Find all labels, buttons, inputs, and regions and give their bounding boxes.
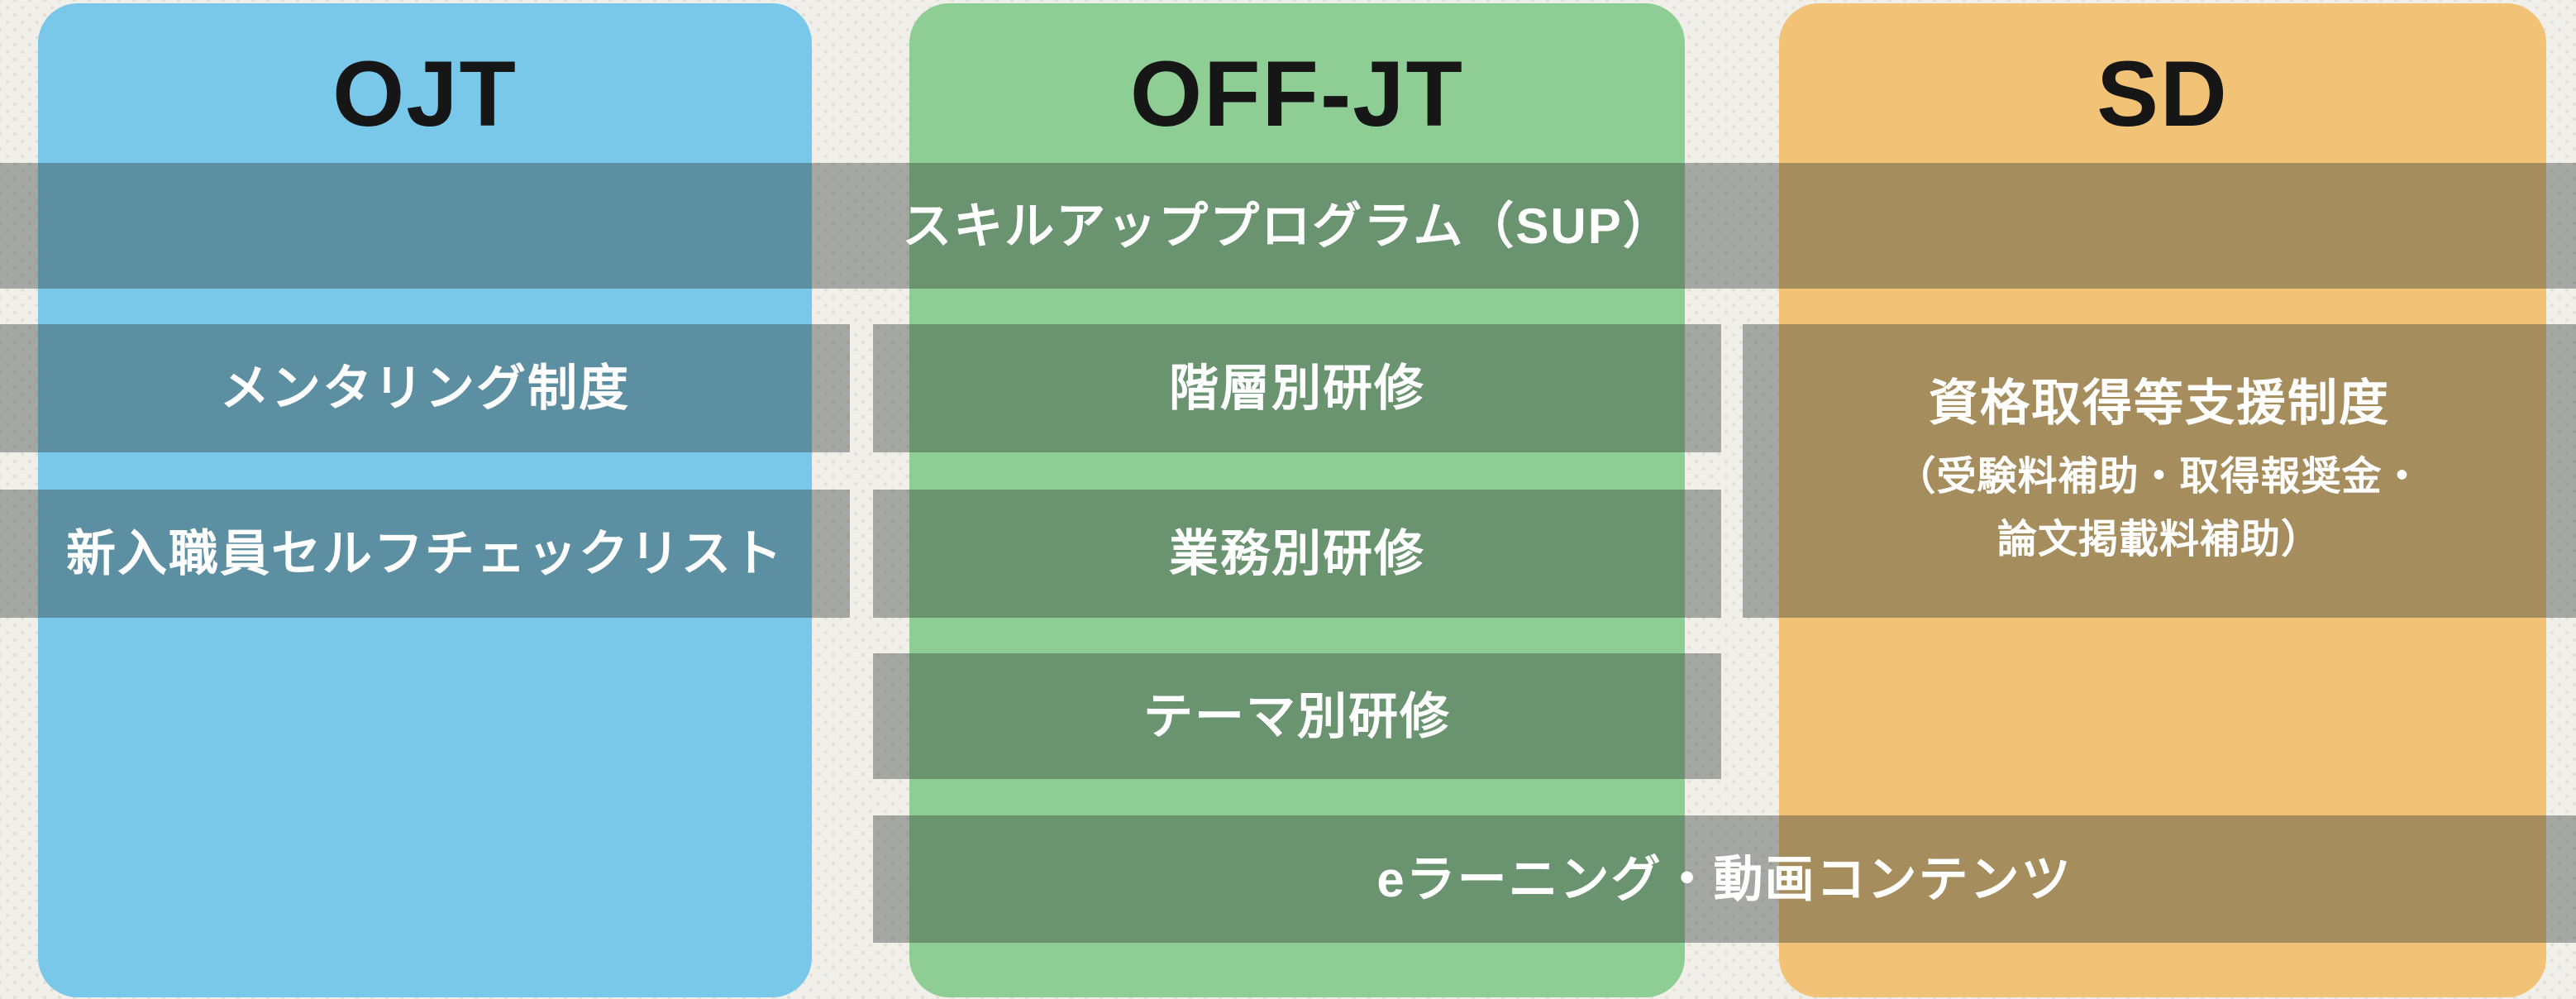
column-sd-title: SD [2097, 42, 2229, 146]
band-job-training: 業務別研修 [873, 490, 1721, 618]
column-sd: SD [1779, 3, 2546, 997]
column-ojt: OJT [38, 3, 812, 997]
band-job-training-label: 業務別研修 [1169, 526, 1425, 581]
band-mentoring-label: メンタリング制度 [220, 361, 630, 416]
band-elearning-label: eラーニング・動画コンテンツ [1376, 851, 2073, 907]
band-certification-support-subtitle-line2: 論文掲載料補助） [1996, 517, 2321, 562]
band-mentoring: メンタリング制度 [0, 324, 850, 452]
band-elearning: eラーニング・動画コンテンツ [873, 815, 2576, 943]
band-certification-support-subtitle: （受験料補助・取得報奨金・ 論文掲載料補助） [1896, 446, 2422, 571]
band-newcomer-checklist-label: 新入職員セルフチェックリスト [66, 526, 784, 581]
column-ojt-title: OJT [332, 42, 518, 146]
band-certification-support-subtitle-line1: （受験料補助・取得報奨金・ [1896, 454, 2423, 499]
band-newcomer-checklist: 新入職員セルフチェックリスト [0, 490, 850, 618]
band-skill-up-program-label: スキルアッププログラム（SUP） [902, 198, 1674, 254]
band-skill-up-program: スキルアッププログラム（SUP） [0, 163, 2576, 289]
band-theme-training-label: テーマ別研修 [1143, 688, 1451, 744]
band-theme-training: テーマ別研修 [873, 653, 1721, 779]
band-tier-training-label: 階層別研修 [1169, 361, 1425, 416]
band-tier-training: 階層別研修 [873, 324, 1721, 452]
band-certification-support-title: 資格取得等支援制度 [1929, 375, 2390, 431]
column-offjt-title: OFF-JT [1130, 42, 1464, 146]
column-offjt: OFF-JT [909, 3, 1685, 997]
band-certification-support: 資格取得等支援制度 （受験料補助・取得報奨金・ 論文掲載料補助） [1743, 324, 2576, 618]
